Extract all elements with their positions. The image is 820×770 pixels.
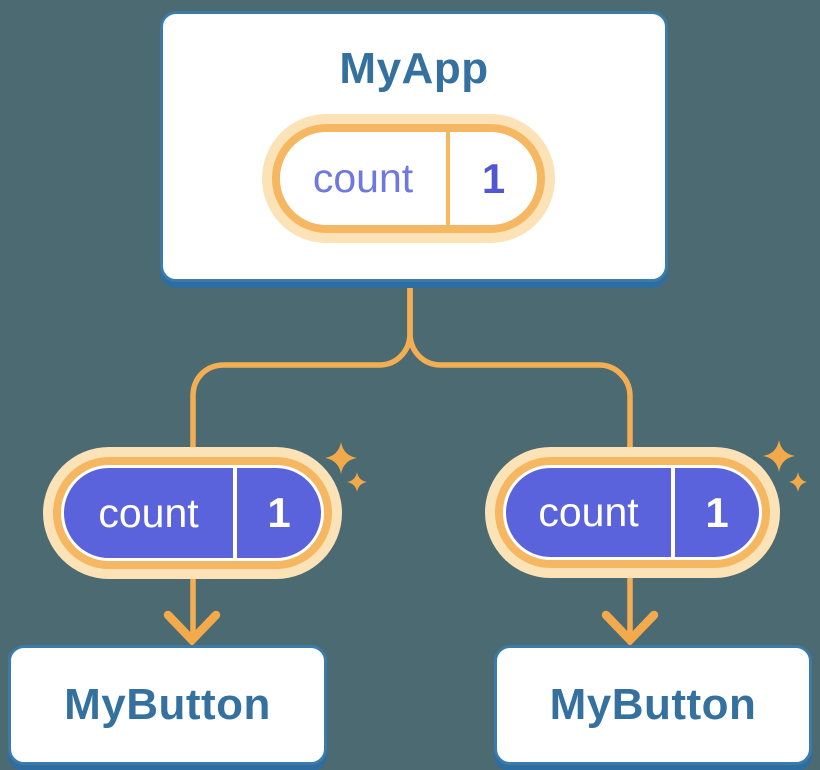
component-title: MyApp: [339, 44, 489, 93]
component-card-mybutton-right: MyButton: [494, 645, 812, 765]
state-value: 1: [671, 468, 759, 557]
state-pill-body: count 1: [280, 132, 537, 225]
state-pill-ring: count 1: [272, 124, 545, 233]
state-pill-body: count 1: [503, 465, 762, 560]
state-name: count: [312, 155, 414, 201]
state-value: 1: [446, 132, 537, 225]
state-pill-right-child: count 1: [485, 447, 780, 578]
component-card-mybutton-left: MyButton: [8, 645, 327, 765]
state-value: 1: [233, 468, 321, 558]
sparkle-icon: [789, 472, 807, 492]
state-name: count: [538, 489, 639, 535]
sparkle-icon: [347, 472, 367, 492]
arrow-down-icon: [601, 610, 659, 647]
state-pill-ring: count 1: [53, 457, 332, 569]
state-pill-left-child: count 1: [43, 447, 342, 579]
connector-right-branch: [407, 284, 633, 637]
arrow-down-icon: [163, 610, 221, 647]
sparkle-icon: [763, 440, 795, 472]
state-pill-root: count 1: [262, 114, 555, 243]
connector-left-branch: [190, 284, 413, 637]
component-title: MyButton: [549, 680, 757, 729]
component-title: MyButton: [64, 680, 271, 729]
state-name: count: [98, 489, 199, 536]
state-pill-body: count 1: [61, 465, 324, 561]
state-pill-ring: count 1: [495, 457, 770, 568]
sparkle-icon: [325, 442, 357, 474]
